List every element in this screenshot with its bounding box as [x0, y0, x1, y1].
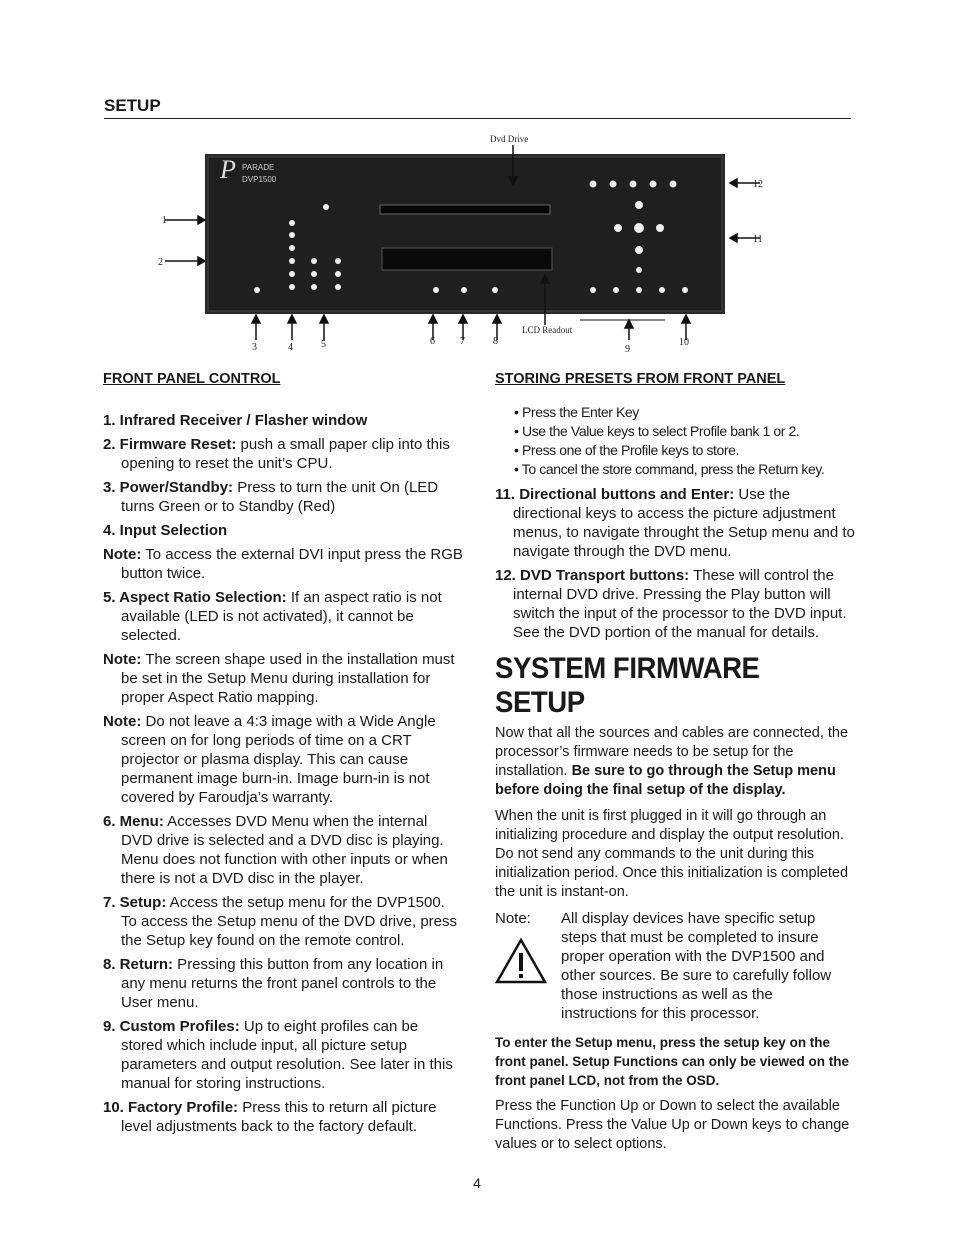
callout-5: 5 — [321, 339, 326, 350]
setup-menu-instruction: To enter the Setup menu, press the setup… — [495, 1035, 850, 1088]
callout-10: 10 — [679, 337, 689, 348]
callout-6: 6 — [430, 336, 435, 347]
intro-paragraph: Now that all the sources and cables are … — [495, 725, 849, 798]
label-dvd-drive: Dvd Drive — [490, 134, 528, 144]
callout-2: 2 — [158, 257, 163, 268]
callout-12: 12 — [753, 179, 763, 190]
front-panel-control-heading: FRONT PANEL CONTROL — [103, 371, 281, 387]
page-number: 4 — [473, 1175, 481, 1191]
item-firmware-reset: 2. Firmware Reset: push a small paper cl… — [103, 436, 450, 472]
callout-9: 9 — [625, 344, 630, 355]
note-text: All display devices have specific setup … — [561, 910, 832, 1022]
heading-rule — [104, 118, 851, 119]
note-screen-shape: Note: The screen shape used in the insta… — [103, 651, 455, 706]
initialization-paragraph: When the unit is first plugged in it wil… — [495, 808, 849, 900]
brand-line1: PARADE — [242, 163, 274, 172]
warning-icon — [495, 937, 547, 984]
item-custom-profiles: 9. Custom Profiles: Up to eight profiles… — [103, 1018, 453, 1092]
brand-line2: DVP1500 — [242, 175, 277, 184]
brand-logo: P — [219, 155, 236, 184]
note-dvi-input: Note: To access the external DVI input p… — [103, 546, 463, 582]
item-dvd-transport: 12. DVD Transport buttons: These will co… — [495, 567, 847, 641]
item-infrared: 1. Infrared Receiver / Flasher window — [103, 412, 368, 429]
note-burn-in: Note: Do not leave a 4:3 image with a Wi… — [103, 713, 436, 806]
display-note: Note: All display devices have specific … — [495, 909, 855, 1027]
item-return: 8. Return: Pressing this button from any… — [103, 956, 444, 1011]
lcd-readout — [381, 247, 553, 271]
right-column: STORING PRESETS FROM FRONT PANEL • Press… — [495, 370, 855, 1161]
left-column: FRONT PANEL CONTROL 1. Infrared Receiver… — [103, 370, 463, 1141]
storing-presets-heading: STORING PRESETS FROM FRONT PANEL — [495, 371, 786, 387]
item-menu: 6. Menu: Accesses DVD Menu when the inte… — [103, 813, 448, 887]
note-label: Note: — [495, 910, 531, 927]
item-aspect-ratio: 5. Aspect Ratio Selection: If an aspect … — [103, 589, 442, 644]
preset-step: • Use the Value keys to select Profile b… — [514, 423, 800, 439]
callout-7: 7 — [460, 336, 465, 347]
item-factory-profile: 10. Factory Profile: Press this to retur… — [103, 1099, 437, 1135]
preset-step: • Press the Enter Key — [514, 404, 639, 420]
preset-steps-list: • Press the Enter Key • Use the Value ke… — [513, 403, 855, 479]
item-directional-buttons: 11. Directional buttons and Enter: Use t… — [495, 486, 855, 560]
callout-11: 11 — [753, 234, 763, 245]
system-firmware-setup-title: SYSTEM FIRMWARE SETUP — [495, 652, 760, 719]
function-keys-paragraph: Press the Function Up or Down to select … — [495, 1098, 850, 1152]
item-setup: 7. Setup: Access the setup menu for the … — [103, 894, 457, 949]
preset-step: • Press one of the Profile keys to store… — [514, 442, 740, 458]
section-heading-setup: SETUP — [104, 96, 161, 115]
label-lcd-readout: LCD Readout — [522, 325, 573, 335]
dvd-slot — [379, 204, 551, 215]
callout-3: 3 — [252, 342, 257, 353]
callout-4: 4 — [288, 342, 293, 353]
item-power-standby: 3. Power/Standby: Press to turn the unit… — [103, 479, 439, 515]
front-panel-figure: P PARADE DVP1500 Dvd Driv — [158, 134, 763, 355]
callout-8: 8 — [493, 336, 498, 347]
preset-step: • To cancel the store command, press the… — [514, 461, 825, 477]
item-input-selection: 4. Input Selection — [103, 522, 228, 539]
callout-1: 1 — [162, 215, 167, 226]
